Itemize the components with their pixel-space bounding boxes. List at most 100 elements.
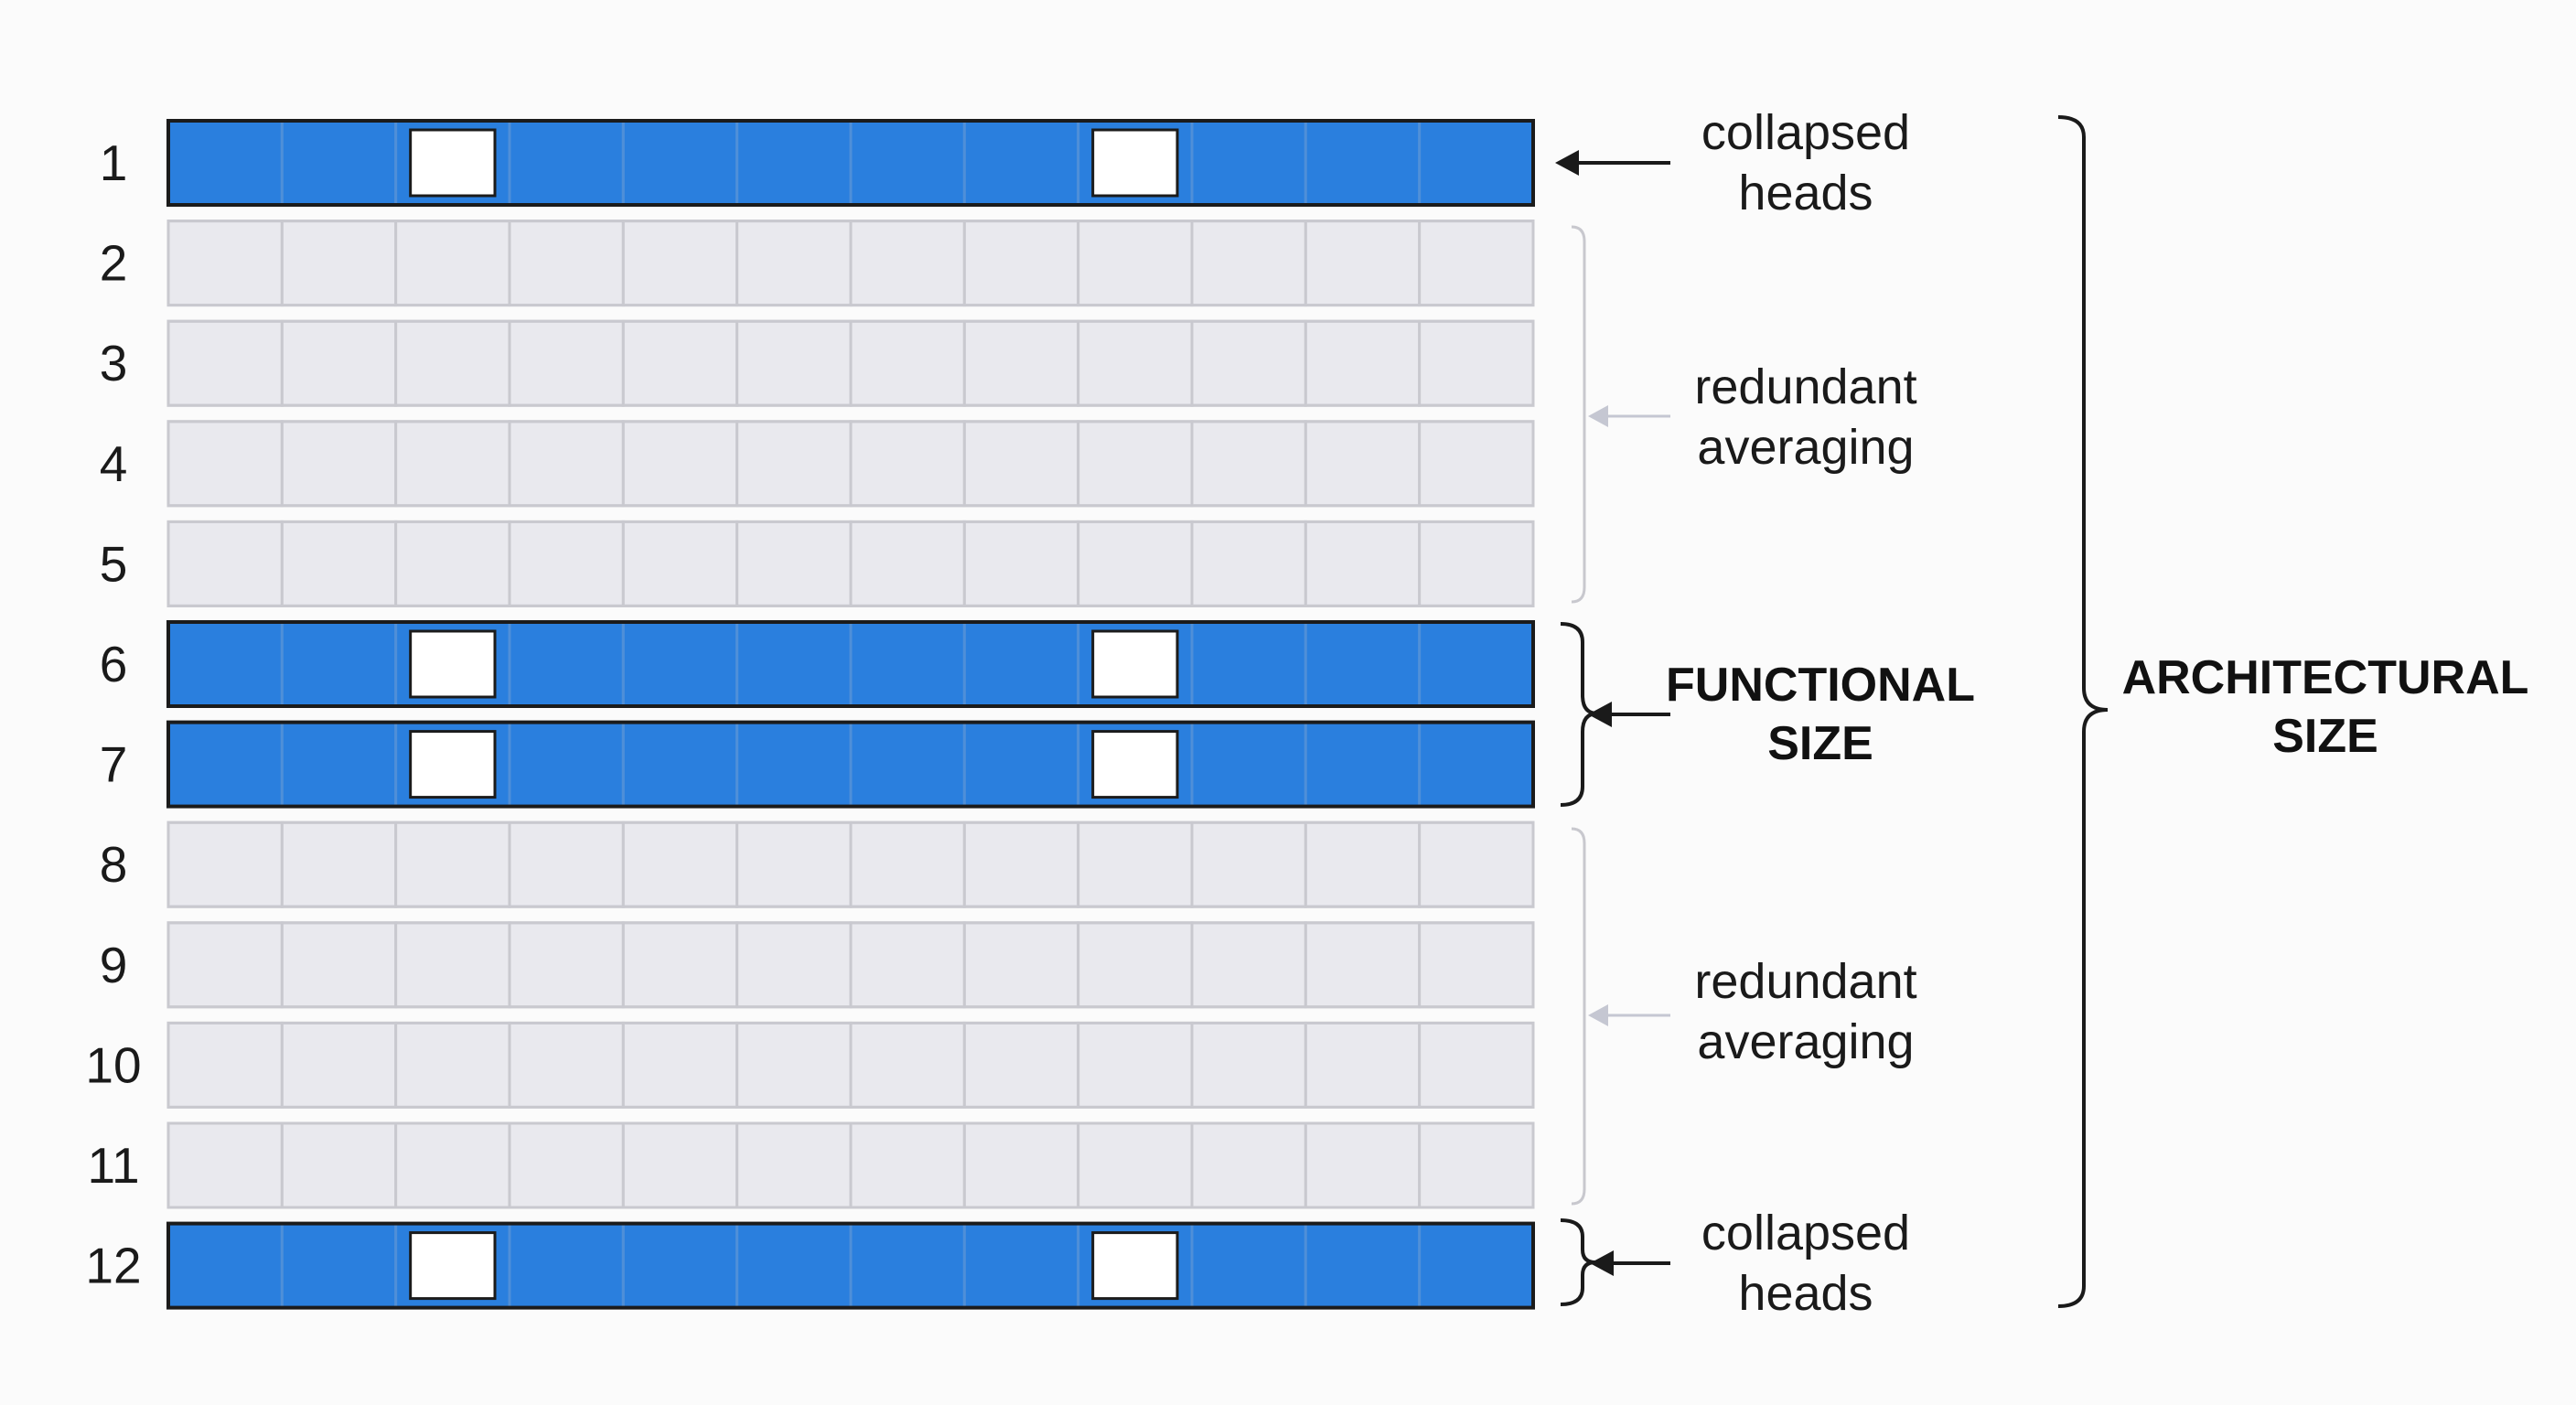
head-cell-inactive <box>1077 220 1194 307</box>
redundant-upper-annotation: redundant averaging <box>1571 225 1917 604</box>
layer-row-outline <box>166 520 1535 607</box>
architectural-line2: SIZE <box>2272 710 2378 763</box>
head-cell-inactive <box>394 520 511 607</box>
redundant-lower-annotation: redundant averaging <box>1571 827 1917 1206</box>
head-cell-inactive <box>166 921 284 1009</box>
head-cell-inactive <box>280 319 398 407</box>
head-cell-inactive <box>849 520 966 607</box>
head-cell-active <box>962 620 1080 708</box>
head-cell-inactive <box>962 820 1080 908</box>
head-cell-inactive <box>1077 420 1194 508</box>
head-cell-inactive <box>394 1121 511 1209</box>
head-cell-inactive <box>1190 520 1307 607</box>
head-cell-inactive <box>394 820 511 908</box>
head-cell-active <box>1190 119 1307 207</box>
head-cell-inactive <box>962 921 1080 1009</box>
head-cell-inactive <box>1190 921 1307 1009</box>
head-cell-inactive <box>508 319 625 407</box>
head-cell-active <box>621 721 739 809</box>
head-cell-inactive <box>962 520 1080 607</box>
head-cell-active <box>1190 721 1307 809</box>
head-cell-active <box>1418 1222 1535 1310</box>
layer-row: 9 <box>100 921 1535 1009</box>
head-cell-active <box>166 119 284 207</box>
arrowhead-collapsed-bottom <box>1590 1250 1614 1276</box>
collapsed-head-marker <box>1091 1231 1179 1301</box>
head-cell-active <box>962 721 1080 809</box>
head-cell-active <box>166 1222 284 1310</box>
head-cell-inactive <box>1077 1021 1194 1109</box>
head-cell-inactive <box>1190 220 1307 307</box>
head-cell-inactive <box>508 1021 625 1109</box>
head-cell-inactive <box>962 220 1080 307</box>
head-cell-inactive <box>1190 820 1307 908</box>
head-cell-inactive <box>1304 420 1422 508</box>
collapsed-heads-top-annotation: collapsed heads <box>1555 105 1910 220</box>
head-cell-inactive <box>166 420 284 508</box>
functional-line1: FUNCTIONAL <box>1666 659 1975 712</box>
head-cell-active <box>962 119 1080 207</box>
head-cell-inactive <box>621 1121 739 1209</box>
head-cell-active <box>849 1222 966 1310</box>
head-cell-active <box>849 119 966 207</box>
layer-row-outline <box>166 1121 1535 1209</box>
head-cell-inactive <box>1418 319 1535 407</box>
head-cell-inactive <box>735 420 853 508</box>
head-cell-active <box>735 119 853 207</box>
head-cell-inactive <box>1077 319 1194 407</box>
head-cell-inactive <box>394 420 511 508</box>
collapsed-heads-bottom-annotation: collapsed heads <box>1560 1206 1910 1321</box>
head-cell-inactive <box>394 921 511 1009</box>
head-cell-active <box>1190 620 1307 708</box>
head-cell-inactive <box>962 319 1080 407</box>
head-cell-inactive <box>849 921 966 1009</box>
collapsed-head-marker <box>409 629 497 699</box>
head-cell-inactive <box>1077 820 1194 908</box>
head-cell-inactive <box>1304 921 1422 1009</box>
head-cell-inactive <box>1077 1121 1194 1209</box>
head-cell-inactive <box>735 921 853 1009</box>
layer-row: 4 <box>100 420 1535 508</box>
head-cell-active <box>508 620 625 708</box>
collapsed-top-line1: collapsed <box>1701 105 1910 160</box>
head-cell-inactive <box>166 1121 284 1209</box>
head-cell-active <box>962 1222 1080 1310</box>
head-cell-active <box>735 1222 853 1310</box>
head-cell-inactive <box>962 1121 1080 1209</box>
layer-number: 6 <box>100 636 128 692</box>
head-cell-inactive <box>1418 520 1535 607</box>
head-cell-inactive <box>166 820 284 908</box>
redundant-upper-line2: averaging <box>1697 420 1914 475</box>
head-cell-inactive <box>849 1121 966 1209</box>
collapsed-head-marker <box>409 730 497 799</box>
head-cell-active <box>1304 119 1422 207</box>
head-cell-inactive <box>394 220 511 307</box>
head-cell-inactive <box>280 921 398 1009</box>
architectural-size-annotation: ARCHITECTURAL SIZE <box>2057 115 2529 1308</box>
head-cell-inactive <box>508 820 625 908</box>
head-cell-inactive <box>849 220 966 307</box>
head-cell-active <box>280 1222 398 1310</box>
architectural-line1: ARCHITECTURAL <box>2122 651 2529 704</box>
head-cell-inactive <box>1304 820 1422 908</box>
layer-row: 1 <box>100 119 1535 207</box>
collapsed-head-marker <box>409 1231 497 1301</box>
layer-row-outline <box>166 420 1535 508</box>
bracket-redundant-upper <box>1571 225 1586 604</box>
head-cell-inactive <box>735 1121 853 1209</box>
layer-row-outline <box>166 1021 1535 1109</box>
head-cell-active <box>508 1222 625 1310</box>
collapsed-head-marker <box>1091 730 1179 799</box>
head-cell-active <box>849 721 966 809</box>
collapsed-head-marker <box>1091 629 1179 699</box>
head-cell-inactive <box>735 520 853 607</box>
layer-row: 2 <box>100 220 1535 307</box>
head-cell-inactive <box>1304 1121 1422 1209</box>
head-cell-inactive <box>280 820 398 908</box>
head-cell-inactive <box>394 1021 511 1109</box>
layer-row-outline <box>166 1221 1535 1310</box>
head-cell-inactive <box>508 220 625 307</box>
head-cell-inactive <box>849 319 966 407</box>
